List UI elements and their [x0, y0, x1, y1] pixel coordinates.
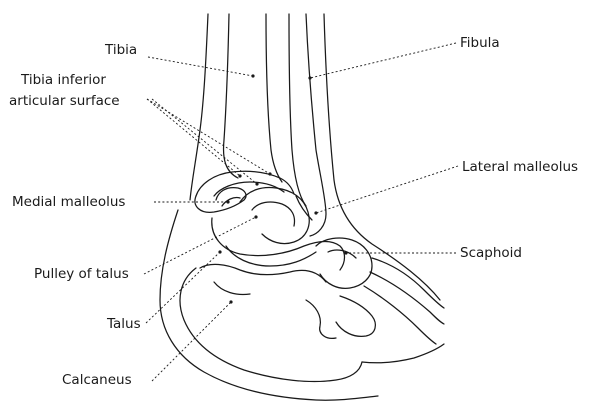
leader-tibia — [148, 57, 253, 76]
leader-calcaneus — [152, 302, 231, 381]
calcaneus-outline — [180, 268, 362, 382]
calcaneus-upper — [200, 264, 326, 282]
label-talus: Talus — [106, 316, 141, 332]
label-tibia: Tibia — [104, 42, 137, 58]
dot-pulley-of-talus — [254, 215, 257, 218]
label-lateral-malleolus: Lateral malleolus — [462, 159, 578, 175]
label-pulley-of-talus: Pulley of talus — [34, 266, 129, 282]
leader-tibia-inferior-c — [152, 99, 257, 184]
label-calcaneus: Calcaneus — [62, 372, 132, 388]
dot-tibia — [251, 74, 254, 77]
talus-pulley-outline — [240, 188, 309, 244]
label-medial-malleolus: Medial malleolus — [12, 194, 125, 210]
foot-dorsum-upper — [372, 258, 444, 308]
dot-tibia-inferior-a — [238, 174, 241, 177]
leader-lines — [144, 43, 458, 381]
labels: Tibia Fibula Tibia inferior articular su… — [9, 35, 578, 388]
medial-malleolus-outline — [195, 188, 246, 213]
dot-lateral-malleolus — [314, 211, 317, 214]
label-tibia-inferior-line1: Tibia inferior — [20, 72, 106, 88]
cuneiform-outline — [336, 296, 375, 336]
leader-talus — [146, 252, 220, 323]
label-scaphoid: Scaphoid — [460, 245, 522, 261]
leader-fibula — [310, 43, 456, 78]
label-fibula: Fibula — [460, 35, 500, 51]
dot-tibia-inferior-c — [255, 182, 258, 185]
dot-calcaneus — [229, 300, 232, 303]
foot-dorsum-lower — [364, 286, 436, 344]
tibia-medial-edge — [190, 14, 208, 200]
scaphoid-inner — [328, 250, 356, 258]
fibula-inner-edge — [296, 196, 312, 220]
ankle-bone-drawing — [160, 14, 444, 400]
dot-fibula — [308, 76, 311, 79]
leader-pulley-of-talus — [144, 217, 256, 274]
calcaneus-cuboid-joint — [306, 300, 336, 338]
talus-outline — [212, 218, 345, 270]
fibula-medial-edge — [289, 14, 306, 206]
label-tibia-inferior-line2: articular surface — [9, 93, 120, 109]
fibula-outer-skin — [324, 14, 440, 300]
fibula-lateral-edge — [306, 14, 326, 236]
tibia-lateral-edge — [266, 14, 282, 182]
dot-medial-malleolus — [226, 200, 229, 203]
dot-scaphoid — [344, 251, 347, 254]
talus-pulley-groove — [252, 202, 295, 226]
talus-neck — [226, 246, 316, 266]
sole-line — [362, 344, 444, 363]
leader-lateral-malleolus — [316, 166, 458, 213]
dot-tibia-inferior-b — [268, 172, 271, 175]
dot-talus — [218, 250, 221, 253]
tibia-inner-edge — [224, 14, 238, 178]
calcaneus-sustentaculum — [214, 282, 250, 295]
